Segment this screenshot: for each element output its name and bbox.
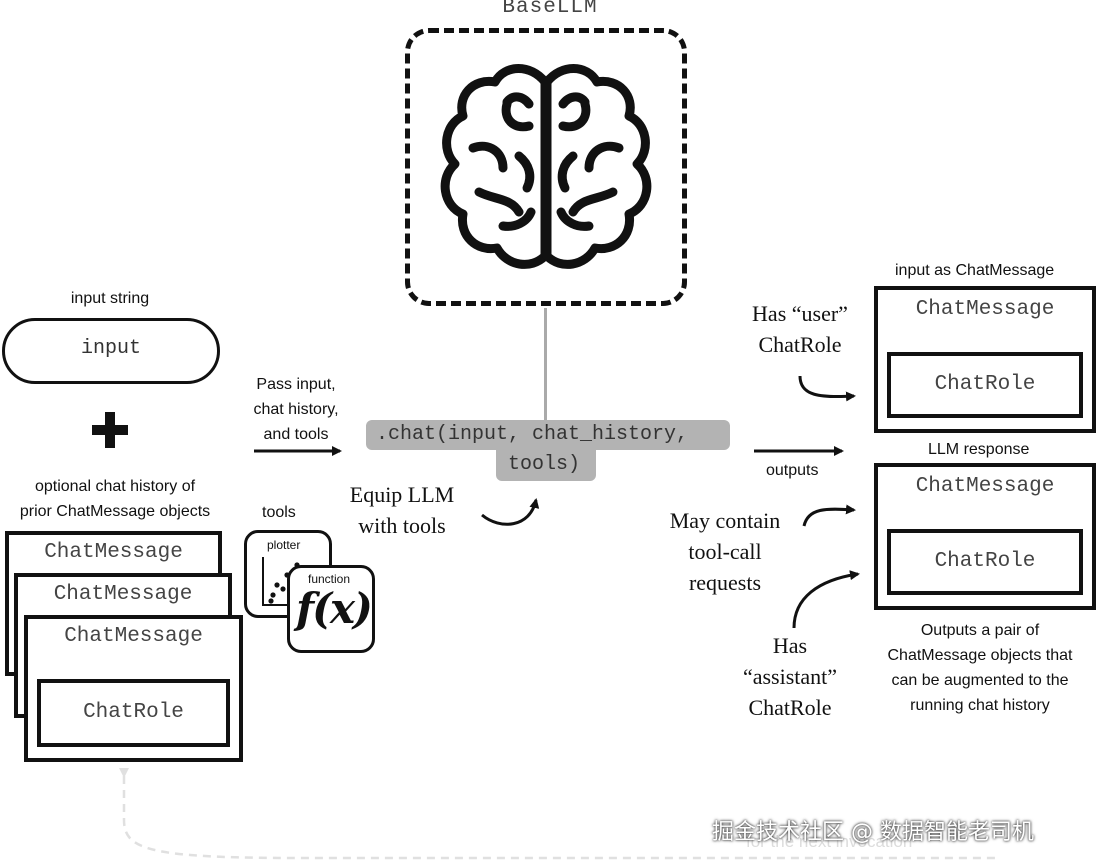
assistant-role-arrow <box>792 570 860 629</box>
response-message-title: ChatMessage <box>915 475 1055 498</box>
assistant-role-note: Has “assistant” ChatRole <box>720 630 860 723</box>
history-card-middle-title: ChatMessage <box>53 583 193 606</box>
function-tool-label: function <box>308 572 351 586</box>
tool-call-note-line3: requests <box>688 570 762 595</box>
chat-history-label-line1: optional chat history of <box>34 478 196 495</box>
input-message-title: ChatMessage <box>915 298 1055 321</box>
chat-call-box-tail <box>496 449 596 481</box>
chat-history-label: optional chat history of prior ChatMessa… <box>0 474 230 524</box>
assistant-role-note-line2: “assistant” <box>742 664 838 689</box>
user-role-note-line2: ChatRole <box>758 332 842 357</box>
tool-call-note-line1: May contain <box>669 508 781 533</box>
next-invocation-note: for the next invocation <box>746 832 913 851</box>
user-role-note-line1: Has “user” <box>752 301 848 326</box>
chat-call-box <box>366 420 730 450</box>
history-card-front: ChatMessage ChatRole <box>24 615 243 762</box>
chat-history-label-line2: prior ChatMessage objects <box>19 503 211 520</box>
input-message-label: input as ChatMessage <box>895 262 1055 279</box>
chat-call-line2: tools) <box>508 453 581 476</box>
response-message-card: ChatMessage ChatRole <box>874 463 1096 610</box>
equip-note-line1: Equip LLM <box>349 482 455 507</box>
input-role-box: ChatRole <box>887 352 1083 418</box>
chat-call-line1: .chat(input, chat_history, <box>376 423 689 446</box>
equip-note: Equip LLM with tools <box>332 479 472 541</box>
input-pill <box>2 318 220 384</box>
history-card-back-title: ChatMessage <box>44 541 183 564</box>
user-role-arrow <box>798 375 856 402</box>
pass-note-line1: Pass input, <box>256 376 336 393</box>
input-pill-text: input <box>80 337 141 360</box>
plus-icon <box>92 412 128 448</box>
function-icon: f(x) <box>296 584 373 633</box>
response-role-text: ChatRole <box>934 550 1036 573</box>
llm-response-label: LLM response <box>928 441 1030 458</box>
base-llm-box <box>405 28 687 306</box>
outputs-label: outputs <box>766 462 819 479</box>
history-card-front-title: ChatMessage <box>64 625 203 648</box>
base-llm-title: BaseLLM <box>502 0 598 19</box>
plotter-tool-label: plotter <box>267 538 301 552</box>
user-role-note: Has “user” ChatRole <box>730 298 870 360</box>
tool-call-note: May contain tool-call requests <box>650 505 800 598</box>
input-string-label: input string <box>70 290 150 307</box>
tool-call-note-line2: tool-call <box>688 539 762 564</box>
equip-arrow <box>481 498 540 526</box>
tools-label: tools <box>262 504 296 521</box>
pass-note: Pass input, chat history, and tools <box>240 372 352 447</box>
function-tool: function f(x) <box>287 565 375 653</box>
pass-note-line3: and tools <box>263 426 329 443</box>
brain-icon <box>440 64 652 269</box>
assistant-role-note-line1: Has <box>772 633 808 658</box>
pair-note: Outputs a pair of ChatMessage objects th… <box>862 618 1098 718</box>
input-message-card: ChatMessage ChatRole <box>874 286 1096 433</box>
llm-connector-line <box>544 308 547 420</box>
input-role-text: ChatRole <box>934 373 1036 396</box>
pair-note-line3: can be augmented to the <box>891 672 1069 689</box>
pair-note-line2: ChatMessage objects that <box>887 647 1073 664</box>
equip-note-line2: with tools <box>358 513 446 538</box>
pair-note-line1: Outputs a pair of <box>920 622 1040 639</box>
history-role-box: ChatRole <box>37 679 230 747</box>
pass-note-line2: chat history, <box>253 401 339 418</box>
watermark: 掘金技术社区 @ 数据智能老司机 <box>712 820 1034 845</box>
tool-call-arrow <box>802 504 856 527</box>
history-role-text: ChatRole <box>83 701 184 724</box>
pair-note-line4: running chat history <box>910 697 1050 714</box>
response-role-box: ChatRole <box>887 529 1083 595</box>
assistant-role-note-line3: ChatRole <box>748 695 832 720</box>
